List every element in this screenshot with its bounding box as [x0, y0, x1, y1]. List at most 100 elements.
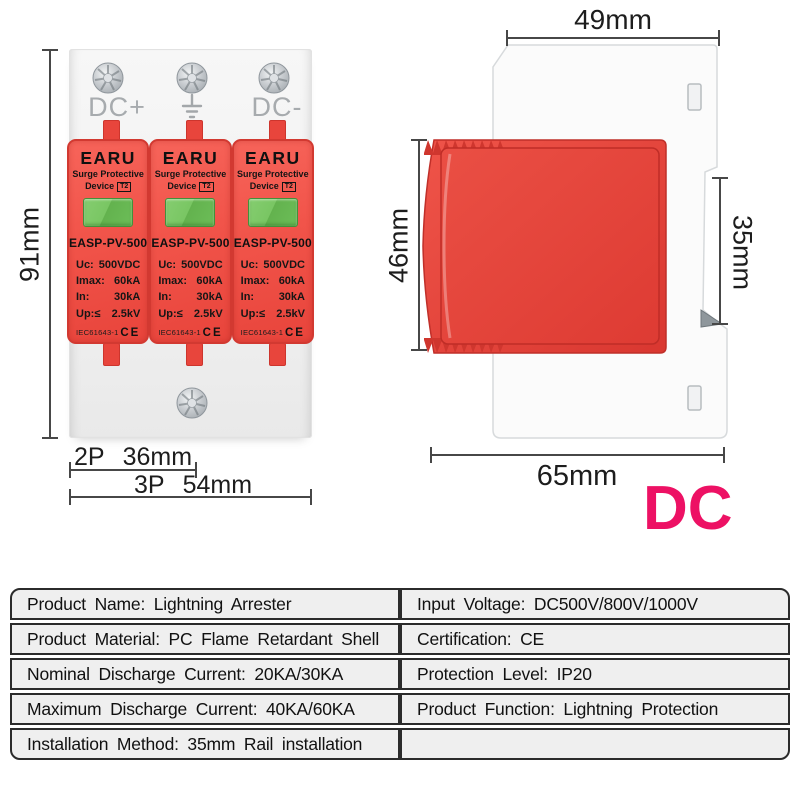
model-number: EASP-PV-500 [151, 236, 230, 250]
spec-row: Imax:60kA [241, 273, 305, 289]
spec-label: Up:≤ [76, 307, 101, 320]
table-cell: Product Name: Lightning Arrester [10, 588, 400, 620]
dimension-label-49mm: 49mm [574, 4, 652, 35]
spec-row: Uc:500VDC [241, 257, 305, 273]
subtitle-line2: Device [85, 181, 115, 191]
subtitle-line1: Surge Protective [154, 169, 227, 179]
ce-mark: CE [120, 326, 141, 339]
spec-row: Uc:500VDC [76, 257, 140, 273]
spec-value: 30kA [278, 291, 305, 304]
side-view-drawing [422, 44, 728, 439]
terminal-screw-icon [258, 62, 290, 94]
mounting-tab [103, 343, 120, 366]
brand-text: EARU [80, 148, 136, 168]
table-cell: Protection Level: IP20 [400, 658, 790, 690]
spec-row: In:30kA [241, 289, 305, 305]
type-badge: T2 [281, 181, 296, 192]
terminal-screw-icon [92, 62, 124, 94]
spec-label: Up:≤ [240, 307, 266, 320]
spec-row: In: 30kA [76, 289, 140, 305]
dc-current-type-label: DC [643, 474, 733, 543]
spec-row: Up:≤ 2.5kV [241, 306, 305, 322]
subtitle-line1: Surge Protective [72, 169, 144, 179]
brand-text: EARU [245, 148, 301, 168]
spec-row: Up:≤ 2.5kV [158, 306, 222, 322]
spec-label: Uc: [158, 259, 177, 271]
table-cell: Product Function: Lightning Protection [400, 693, 790, 725]
dimension-line-49mm [506, 30, 720, 46]
terminal-label-dc-minus: DC- [251, 92, 303, 122]
table-cell: Certification: CE [400, 623, 790, 655]
table-cell: Input Voltage: DC500V/800V/1000V [400, 588, 790, 620]
spec-value: 60kA [114, 275, 141, 288]
din-rail-clip [700, 309, 724, 328]
type-badge: T2 [117, 181, 132, 192]
table-cell: Nominal Discharge Current: 20KA/30KA [10, 658, 400, 690]
subtitle-line1: Surge Protective [237, 169, 309, 179]
dimension-label-91mm: 91mm [14, 207, 45, 283]
module-face-highlight [442, 153, 452, 339]
spec-value: 2.5kV [111, 307, 141, 320]
spec-row: Imax: 60kA [76, 273, 140, 289]
dimension-label-35mm: 35mm [727, 214, 758, 290]
dimension-line-54mm [69, 489, 312, 505]
mounting-tab [103, 120, 120, 141]
spec-list: Uc:500VDC Imax:60kA In:30kA Up:≤ 2.5kV [241, 257, 305, 322]
type-badge: T2 [199, 181, 214, 192]
terminal-screw-icon [176, 387, 208, 419]
status-indicator-window [83, 198, 134, 227]
spec-value: 2.5kV [193, 307, 223, 320]
spec-row: In: 30kA [158, 289, 222, 305]
spec-value: 30kA [196, 291, 223, 304]
spec-label: In: [158, 291, 172, 304]
spec-row: Imax: 60kA [158, 273, 222, 289]
mounting-tab [269, 343, 286, 366]
subtitle-line2: Device [167, 181, 197, 191]
spec-value: 30kA [114, 291, 141, 304]
model-number: EASP-PV-500 [69, 236, 148, 250]
terminal-screw-icon [176, 62, 208, 94]
standard-text: IEC61643-1 [158, 328, 201, 338]
side-module-face [440, 147, 660, 345]
dimension-label-3p-54mm: 3P 54mm [118, 471, 268, 500]
spec-row: Uc: 500VDC [158, 257, 222, 273]
spec-value: 500VDC [98, 259, 141, 271]
width-2p: 36mm [122, 443, 193, 471]
dimension-line-91mm [42, 49, 58, 439]
housing-slot [687, 83, 702, 111]
pole-count-2p: 2P [73, 443, 105, 471]
spec-list: Uc:500VDC Imax: 60kA In: 30kA Up:≤ 2.5kV [76, 257, 140, 322]
pole-count-3p: 3P [133, 471, 165, 499]
ce-mark: CE [285, 326, 305, 339]
ce-mark: CE [202, 326, 223, 339]
standard-text: IEC61643-1 [240, 328, 284, 338]
standard-text: IEC61643-1 [76, 328, 119, 338]
table-cell [400, 728, 790, 760]
spec-value: 60kA [278, 275, 305, 288]
status-indicator-window [165, 198, 216, 227]
status-indicator-window [247, 198, 298, 227]
spec-label: Imax: [76, 275, 105, 288]
spec-row: Up:≤ 2.5kV [76, 306, 140, 322]
spec-value: 2.5kV [276, 307, 305, 320]
housing-slot [687, 385, 702, 411]
dimension-label-46mm: 46mm [383, 208, 414, 284]
width-3p: 54mm [182, 471, 253, 499]
dimension-line-65mm [430, 447, 725, 463]
subtitle-line2: Device [249, 181, 279, 191]
spec-label: Imax: [158, 275, 188, 288]
spec-value: 500VDC [181, 259, 223, 271]
spec-label: In: [76, 291, 90, 304]
spec-label: Up:≤ [158, 307, 183, 320]
mounting-tab [186, 120, 203, 141]
dimension-line-46mm [411, 139, 427, 351]
table-cell: Maximum Discharge Current: 40KA/60KA [10, 693, 400, 725]
dimension-label-65mm: 65mm [536, 460, 618, 492]
table-cell: Product Material: PC Flame Retardant She… [10, 623, 400, 655]
dimension-line-36mm [69, 462, 197, 478]
spec-value: 60kA [196, 275, 223, 288]
